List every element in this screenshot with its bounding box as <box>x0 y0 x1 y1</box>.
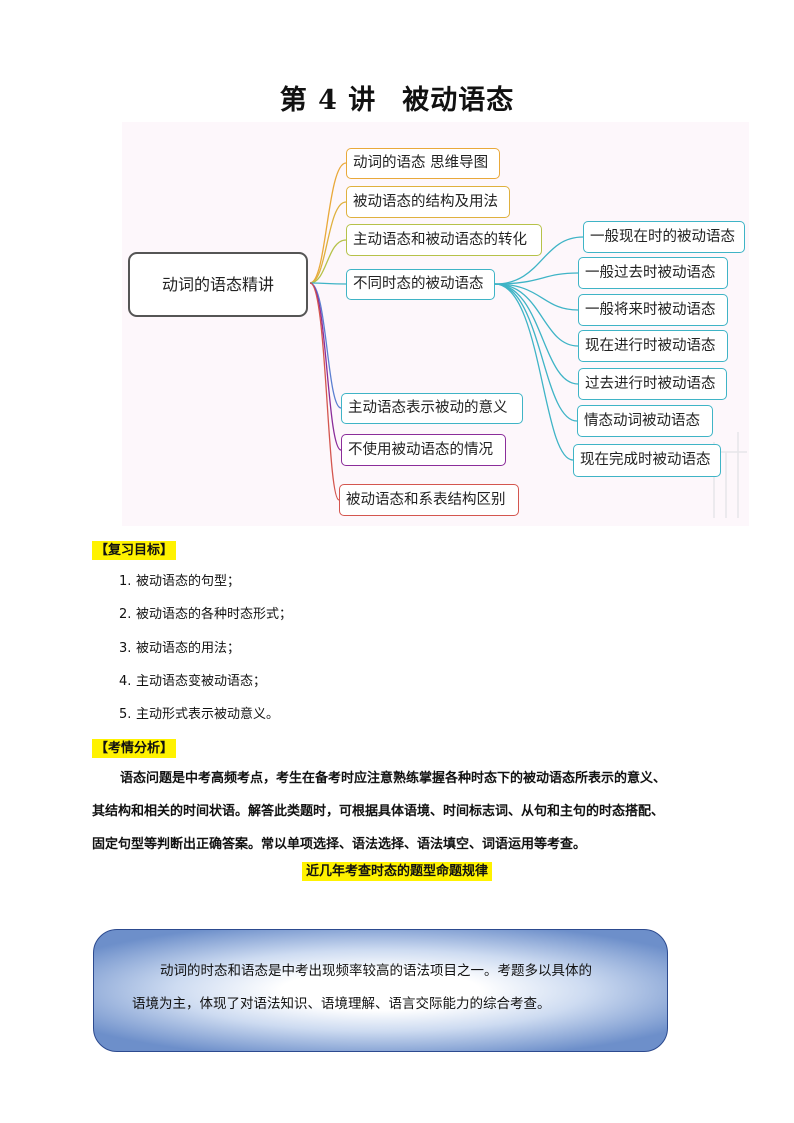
sub-node-6: 情态动词被动语态 <box>577 405 713 437</box>
branch-node-3: 主动语态和被动语态的转化 <box>346 224 542 256</box>
mind-map-connectors <box>309 162 747 518</box>
summary-box: 动词的时态和语态是中考出现频率较高的语法项目之一。考题多以具体的 语境为主，体现… <box>93 929 668 1052</box>
connector-sub-3 <box>494 283 579 311</box>
connector-branch-6 <box>309 282 342 451</box>
connector-branch-4 <box>309 282 347 285</box>
review-goal-item: 3.被动语态的用法； <box>119 641 241 656</box>
analysis-line: 固定句型等判断出正确答案。常以单项选择、语法选择、语法填空、词语运用等考查。 <box>92 837 587 852</box>
connector-sub-1 <box>494 236 584 285</box>
branch-node-4: 不同时态的被动语态 <box>346 269 495 300</box>
connector-sub-6 <box>494 283 578 422</box>
sub-node-5: 过去进行时被动语态 <box>578 368 727 400</box>
exam-analysis-paragraph: 语态问题是中考高频考点，考生在备考时应注意熟练掌握各种时态下的被动语态所表示的意… <box>92 762 722 861</box>
connector-branch-7 <box>309 282 340 501</box>
branch-node-7: 被动语态和系表结构区别 <box>339 484 519 516</box>
branch-node-6: 不使用被动语态的情况 <box>341 434 506 466</box>
analysis-line: 语态问题是中考高频考点，考生在备考时应注意熟练掌握各种时态下的被动语态所表示的意… <box>120 771 667 786</box>
lesson-number: 第 4 讲 <box>279 85 377 116</box>
branch-node-5: 主动语态表示被动的意义 <box>341 393 523 424</box>
mind-map-root: 动词的语态精讲 <box>128 252 308 317</box>
analysis-line: 其结构和相关的时间状语。解答此类题时，可根据具体语境、时间标志词、从句和主句的时… <box>92 804 665 819</box>
branch-node-1: 动词的语态 思维导图 <box>346 148 500 179</box>
highlight-heading: 近几年考查时态的题型命题规律 <box>0 860 794 881</box>
faint-decoration <box>704 432 747 518</box>
connector-branch-5 <box>309 282 342 409</box>
connector-sub-4 <box>494 283 579 347</box>
review-goal-item: 2.被动语态的各种时态形式； <box>119 607 293 622</box>
summary-line-1: 动词的时态和语态是中考出现频率较高的语法项目之一。考题多以具体的 <box>160 963 592 979</box>
sub-node-7: 现在完成时被动语态 <box>573 444 721 477</box>
sub-node-2: 一般过去时被动语态 <box>578 257 728 289</box>
page-title: 第 4 讲被动语态 <box>0 78 794 117</box>
mind-map: 动词的语态精讲 动词的语态 思维导图 被动语态的结构及用法 主动语态和被动语态的… <box>122 122 749 526</box>
connector-sub-5 <box>494 283 579 385</box>
connector-sub-2 <box>494 272 579 285</box>
connector-sub-7 <box>494 283 574 461</box>
summary-line-2: 语境为主，体现了对语法知识、语境理解、语言交际能力的综合考查。 <box>132 996 551 1012</box>
sub-node-3: 一般将来时被动语态 <box>578 294 728 326</box>
exam-analysis-tag: 【考情分析】 <box>92 739 177 758</box>
highlight-heading-text: 近几年考查时态的题型命题规律 <box>301 862 492 881</box>
review-goal-item: 4.主动语态变被动语态； <box>119 674 267 689</box>
review-goal-item: 5.主动形式表示被动意义。 <box>119 707 280 722</box>
connector-branch-3 <box>309 239 347 284</box>
connector-branch-1 <box>309 162 347 284</box>
connector-branch-2 <box>309 201 347 284</box>
sub-node-4: 现在进行时被动语态 <box>578 330 728 362</box>
lesson-topic: 被动语态 <box>402 85 515 116</box>
branch-node-2: 被动语态的结构及用法 <box>346 186 510 218</box>
sub-node-1: 一般现在时的被动语态 <box>583 221 745 253</box>
review-goal-item: 1.被动语态的句型； <box>119 574 241 589</box>
review-goals-tag: 【复习目标】 <box>92 541 177 560</box>
